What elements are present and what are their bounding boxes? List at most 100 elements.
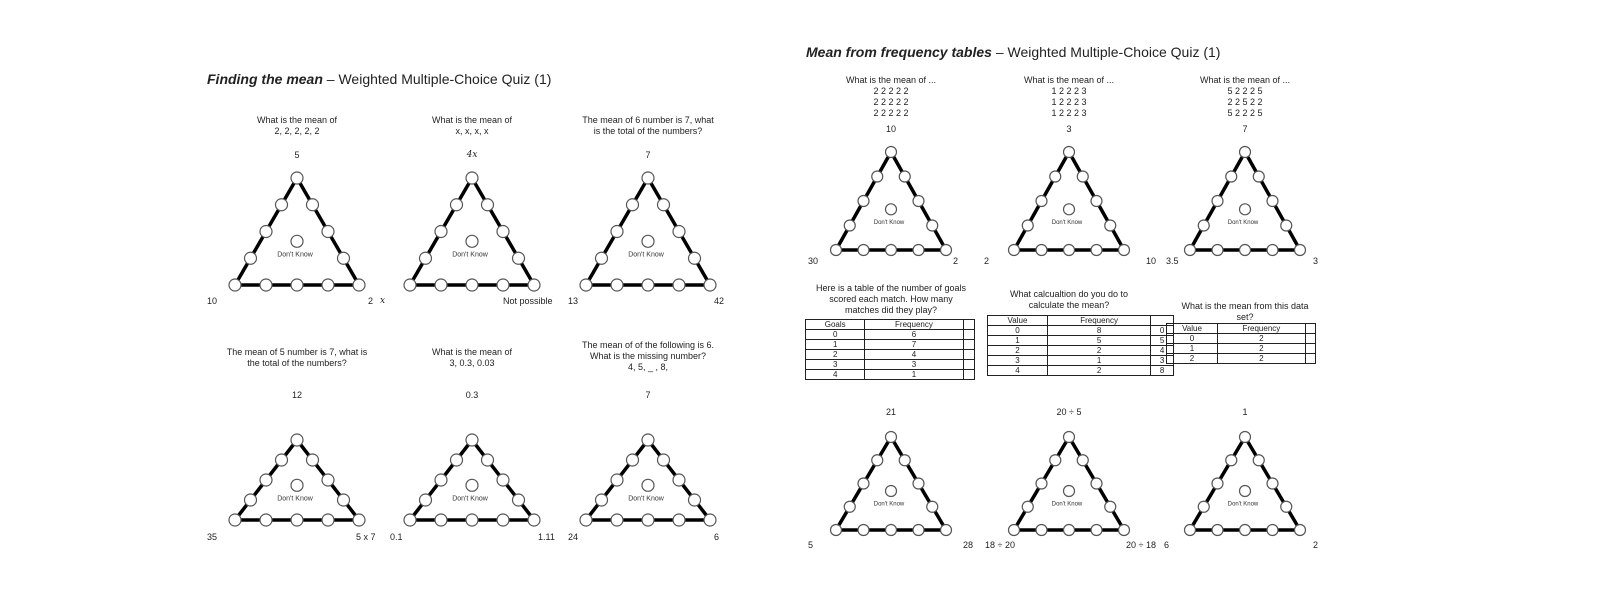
answer-circle[interactable] xyxy=(1280,500,1293,513)
answer-circle[interactable] xyxy=(687,251,702,265)
answer-circle[interactable] xyxy=(939,523,953,537)
answer-circle[interactable] xyxy=(884,430,898,444)
answer-circle[interactable] xyxy=(884,523,898,537)
answer-circle[interactable] xyxy=(305,198,320,212)
answer-circle[interactable] xyxy=(1183,243,1197,257)
answer-circle[interactable] xyxy=(1104,219,1117,232)
answer-circle[interactable] xyxy=(336,251,351,265)
answer-circle[interactable] xyxy=(1211,243,1224,257)
answer-circle[interactable] xyxy=(1293,523,1307,537)
answer-circle[interactable] xyxy=(656,453,671,467)
dont-know-circle[interactable] xyxy=(465,234,479,248)
answer-circle[interactable] xyxy=(656,198,671,212)
answer-circle[interactable] xyxy=(352,513,366,527)
answer-circle[interactable] xyxy=(1035,477,1048,490)
answer-circle[interactable] xyxy=(290,513,304,527)
answer-circle[interactable] xyxy=(228,278,242,292)
answer-circle[interactable] xyxy=(939,243,953,257)
answer-circle[interactable] xyxy=(1090,523,1103,537)
answer-circle[interactable] xyxy=(259,224,273,239)
answer-circle[interactable] xyxy=(352,278,366,292)
answer-circle[interactable] xyxy=(1266,194,1279,208)
answer-circle[interactable] xyxy=(687,493,702,507)
answer-circle[interactable] xyxy=(465,433,479,447)
answer-circle[interactable] xyxy=(1117,523,1131,537)
answer-circle[interactable] xyxy=(465,171,479,185)
answer-circle[interactable] xyxy=(1035,243,1048,257)
answer-circle[interactable] xyxy=(912,523,925,537)
answer-circle[interactable] xyxy=(480,198,495,212)
dont-know-circle[interactable] xyxy=(1062,203,1076,216)
answer-circle[interactable] xyxy=(610,224,624,239)
answer-circle[interactable] xyxy=(1266,523,1279,537)
answer-circle[interactable] xyxy=(496,473,510,487)
answer-circle[interactable] xyxy=(1035,523,1048,537)
answer-circle[interactable] xyxy=(1062,430,1076,444)
dont-know-circle[interactable] xyxy=(290,478,304,492)
answer-circle[interactable] xyxy=(403,278,417,292)
answer-circle[interactable] xyxy=(1090,243,1103,257)
answer-circle[interactable] xyxy=(1183,523,1197,537)
answer-circle[interactable] xyxy=(843,219,856,232)
answer-circle[interactable] xyxy=(1211,523,1224,537)
answer-circle[interactable] xyxy=(625,198,640,212)
answer-circle[interactable] xyxy=(403,513,417,527)
answer-circle[interactable] xyxy=(1197,219,1210,232)
answer-circle[interactable] xyxy=(243,251,258,265)
answer-circle[interactable] xyxy=(449,198,464,212)
answer-circle[interactable] xyxy=(1007,243,1021,257)
dont-know-circle[interactable] xyxy=(1238,484,1252,498)
dont-know-circle[interactable] xyxy=(465,478,479,492)
answer-circle[interactable] xyxy=(1076,454,1089,467)
answer-circle[interactable] xyxy=(1211,194,1224,208)
answer-circle[interactable] xyxy=(274,198,289,212)
answer-circle[interactable] xyxy=(305,453,320,467)
answer-circle[interactable] xyxy=(1049,170,1062,183)
answer-circle[interactable] xyxy=(511,251,526,265)
answer-circle[interactable] xyxy=(594,251,609,265)
dont-know-circle[interactable] xyxy=(1062,484,1076,498)
answer-circle[interactable] xyxy=(259,513,273,527)
answer-circle[interactable] xyxy=(843,500,856,513)
answer-circle[interactable] xyxy=(579,513,593,527)
answer-circle[interactable] xyxy=(321,278,335,292)
answer-circle[interactable] xyxy=(703,278,717,292)
answer-circle[interactable] xyxy=(1104,500,1117,513)
answer-circle[interactable] xyxy=(641,513,655,527)
answer-circle[interactable] xyxy=(857,194,870,208)
answer-circle[interactable] xyxy=(625,453,640,467)
answer-circle[interactable] xyxy=(1252,454,1265,467)
answer-circle[interactable] xyxy=(496,224,510,239)
answer-circle[interactable] xyxy=(594,493,609,507)
answer-circle[interactable] xyxy=(321,473,335,487)
answer-circle[interactable] xyxy=(1062,145,1076,159)
answer-circle[interactable] xyxy=(321,224,335,239)
answer-circle[interactable] xyxy=(1225,170,1238,183)
answer-circle[interactable] xyxy=(912,194,925,208)
answer-circle[interactable] xyxy=(926,219,939,232)
answer-circle[interactable] xyxy=(871,454,884,467)
answer-circle[interactable] xyxy=(290,171,304,185)
answer-circle[interactable] xyxy=(1266,477,1279,490)
answer-circle[interactable] xyxy=(465,278,479,292)
answer-circle[interactable] xyxy=(1238,243,1252,257)
answer-circle[interactable] xyxy=(1252,170,1265,183)
answer-circle[interactable] xyxy=(1280,219,1293,232)
answer-circle[interactable] xyxy=(290,433,304,447)
answer-circle[interactable] xyxy=(274,453,289,467)
answer-circle[interactable] xyxy=(434,224,448,239)
answer-circle[interactable] xyxy=(1238,523,1252,537)
answer-circle[interactable] xyxy=(527,513,541,527)
answer-circle[interactable] xyxy=(703,513,717,527)
answer-circle[interactable] xyxy=(1021,500,1034,513)
answer-circle[interactable] xyxy=(336,493,351,507)
dont-know-circle[interactable] xyxy=(884,203,898,216)
answer-circle[interactable] xyxy=(610,473,624,487)
answer-circle[interactable] xyxy=(884,145,898,159)
answer-circle[interactable] xyxy=(829,523,843,537)
answer-circle[interactable] xyxy=(1035,194,1048,208)
answer-circle[interactable] xyxy=(912,477,925,490)
dont-know-circle[interactable] xyxy=(641,478,655,492)
answer-circle[interactable] xyxy=(228,513,242,527)
answer-circle[interactable] xyxy=(1266,243,1279,257)
